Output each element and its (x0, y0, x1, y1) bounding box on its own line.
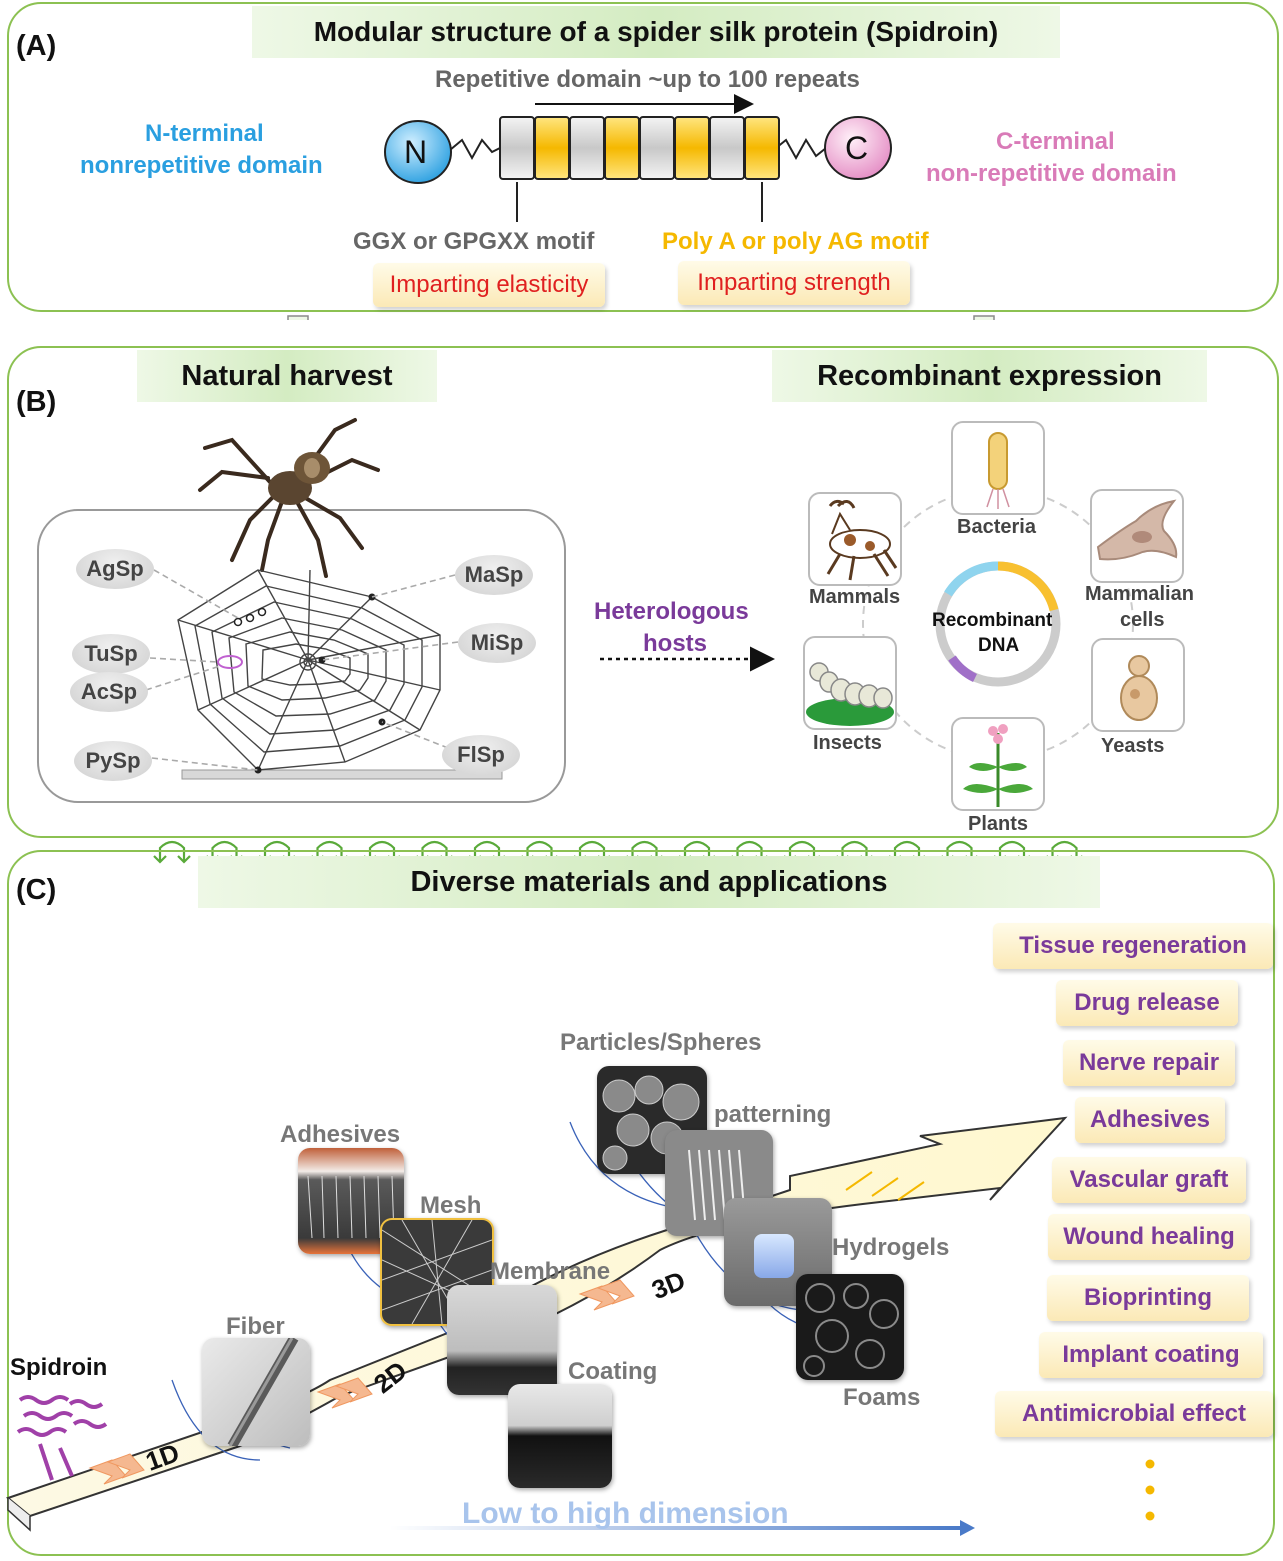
n-terminal-label-1: N-terminal (145, 120, 264, 147)
material-membrane: Membrane (490, 1258, 611, 1285)
c-terminal-label-2: non-repetitive domain (926, 160, 1177, 187)
foams-image (796, 1274, 904, 1380)
host-plants: Plants (968, 813, 1029, 835)
panel-a (7, 2, 1279, 312)
panel-c-label: (C) (16, 874, 57, 906)
app-antimicrobial-effect: Antimicrobial effect (995, 1391, 1273, 1437)
host-yeasts: Yeasts (1101, 735, 1165, 757)
n-terminal-circle (384, 120, 452, 184)
material-adhesives: Adhesives (280, 1121, 401, 1148)
silk-agsp: AgSp (76, 549, 154, 589)
silk-flsp: FlSp (442, 735, 520, 775)
app-wound-healing: Wound healing (1048, 1214, 1250, 1260)
coating-image (508, 1384, 612, 1488)
host-mammalian-2: cells (1120, 609, 1165, 631)
membrane-image (447, 1285, 557, 1395)
panel-c (7, 850, 1275, 1556)
c-terminal-circle (824, 116, 892, 180)
heterologous-label-2: hosts (643, 630, 708, 657)
app-implant-coating: Implant coating (1039, 1332, 1263, 1378)
host-mammalian-1: Mammalian (1085, 583, 1194, 605)
plants-box (951, 717, 1045, 811)
n-letter: N (404, 134, 428, 170)
bacteria-box (951, 421, 1045, 515)
c-terminal-label-1: C-terminal (996, 128, 1115, 155)
recombinant-expression-title: Recombinant expression (772, 350, 1207, 402)
silk-acsp: AcSp (70, 672, 148, 712)
host-insects: Insects (813, 732, 882, 754)
material-foams: Foams (843, 1384, 921, 1411)
silk-misp: MiSp (458, 623, 536, 663)
strength-box: Imparting strength (678, 261, 910, 305)
repetitive-domain-label: Repetitive domain ~up to 100 repeats (435, 66, 860, 93)
cell-icon (1096, 499, 1178, 561)
silk-masp: MaSp (455, 555, 533, 595)
material-patterning: patterning (714, 1101, 832, 1128)
mesh-image (380, 1218, 494, 1326)
plant-icon (963, 724, 1033, 807)
app-nerve-repair: Nerve repair (1063, 1040, 1235, 1086)
app-vascular-graft: Vascular graft (1052, 1157, 1246, 1203)
material-mesh: Mesh (420, 1192, 482, 1219)
c-letter: C (845, 130, 869, 166)
panel-a-label: (A) (16, 30, 57, 62)
silk-tusp: TuSp (72, 634, 150, 674)
heterologous-label-1: Heterologous (594, 598, 749, 625)
goat-icon (826, 499, 898, 581)
spidroin-modular-diagram (287, 94, 995, 320)
natural-harvest-title: Natural harvest (137, 350, 437, 402)
silkworm-icon (806, 662, 894, 726)
yeast-icon (1120, 655, 1158, 721)
app-bioprinting: Bioprinting (1047, 1275, 1249, 1321)
panel-c-title: Diverse materials and applications (198, 856, 1100, 908)
low-to-high-label: Low to high dimension (462, 1497, 789, 1530)
mammalian-cells-box (1090, 489, 1184, 583)
spidroin-label: Spidroin (10, 1354, 108, 1381)
app-tissue-regeneration: Tissue regeneration (993, 923, 1273, 969)
insects-box (803, 636, 897, 730)
fiber-image (202, 1338, 310, 1446)
host-mammals: Mammals (809, 586, 901, 608)
material-particles: Particles/Spheres (560, 1029, 762, 1056)
dna-label-1: Recombinant (932, 610, 1053, 631)
app-drug-release: Drug release (1056, 980, 1238, 1026)
panel-a-title: Modular structure of a spider silk prote… (252, 6, 1060, 58)
polya-motif-label: Poly A or poly AG motif (662, 228, 929, 255)
ggx-motif-label: GGX or GPGXX motif (353, 228, 595, 255)
material-coating: Coating (568, 1358, 658, 1385)
dna-label-2: DNA (978, 635, 1020, 656)
elasticity-box: Imparting elasticity (373, 263, 605, 307)
yeasts-box (1091, 638, 1185, 732)
silk-pysp: PySp (74, 741, 152, 781)
mammals-box (808, 492, 902, 586)
host-bacteria: Bacteria (957, 516, 1036, 538)
material-hydrogels: Hydrogels (832, 1234, 950, 1261)
app-adhesives: Adhesives (1075, 1097, 1225, 1143)
spider-web-illustration (37, 418, 566, 803)
spidroin-protein-icon (16, 1395, 108, 1481)
n-terminal-label-2: nonrepetitive domain (80, 152, 323, 179)
more-dots (1145, 1459, 1155, 1521)
material-fiber: Fiber (226, 1313, 285, 1340)
panel-b-label: (B) (16, 386, 57, 418)
bacteria-icon (986, 432, 1010, 509)
panel-b (7, 346, 1279, 838)
